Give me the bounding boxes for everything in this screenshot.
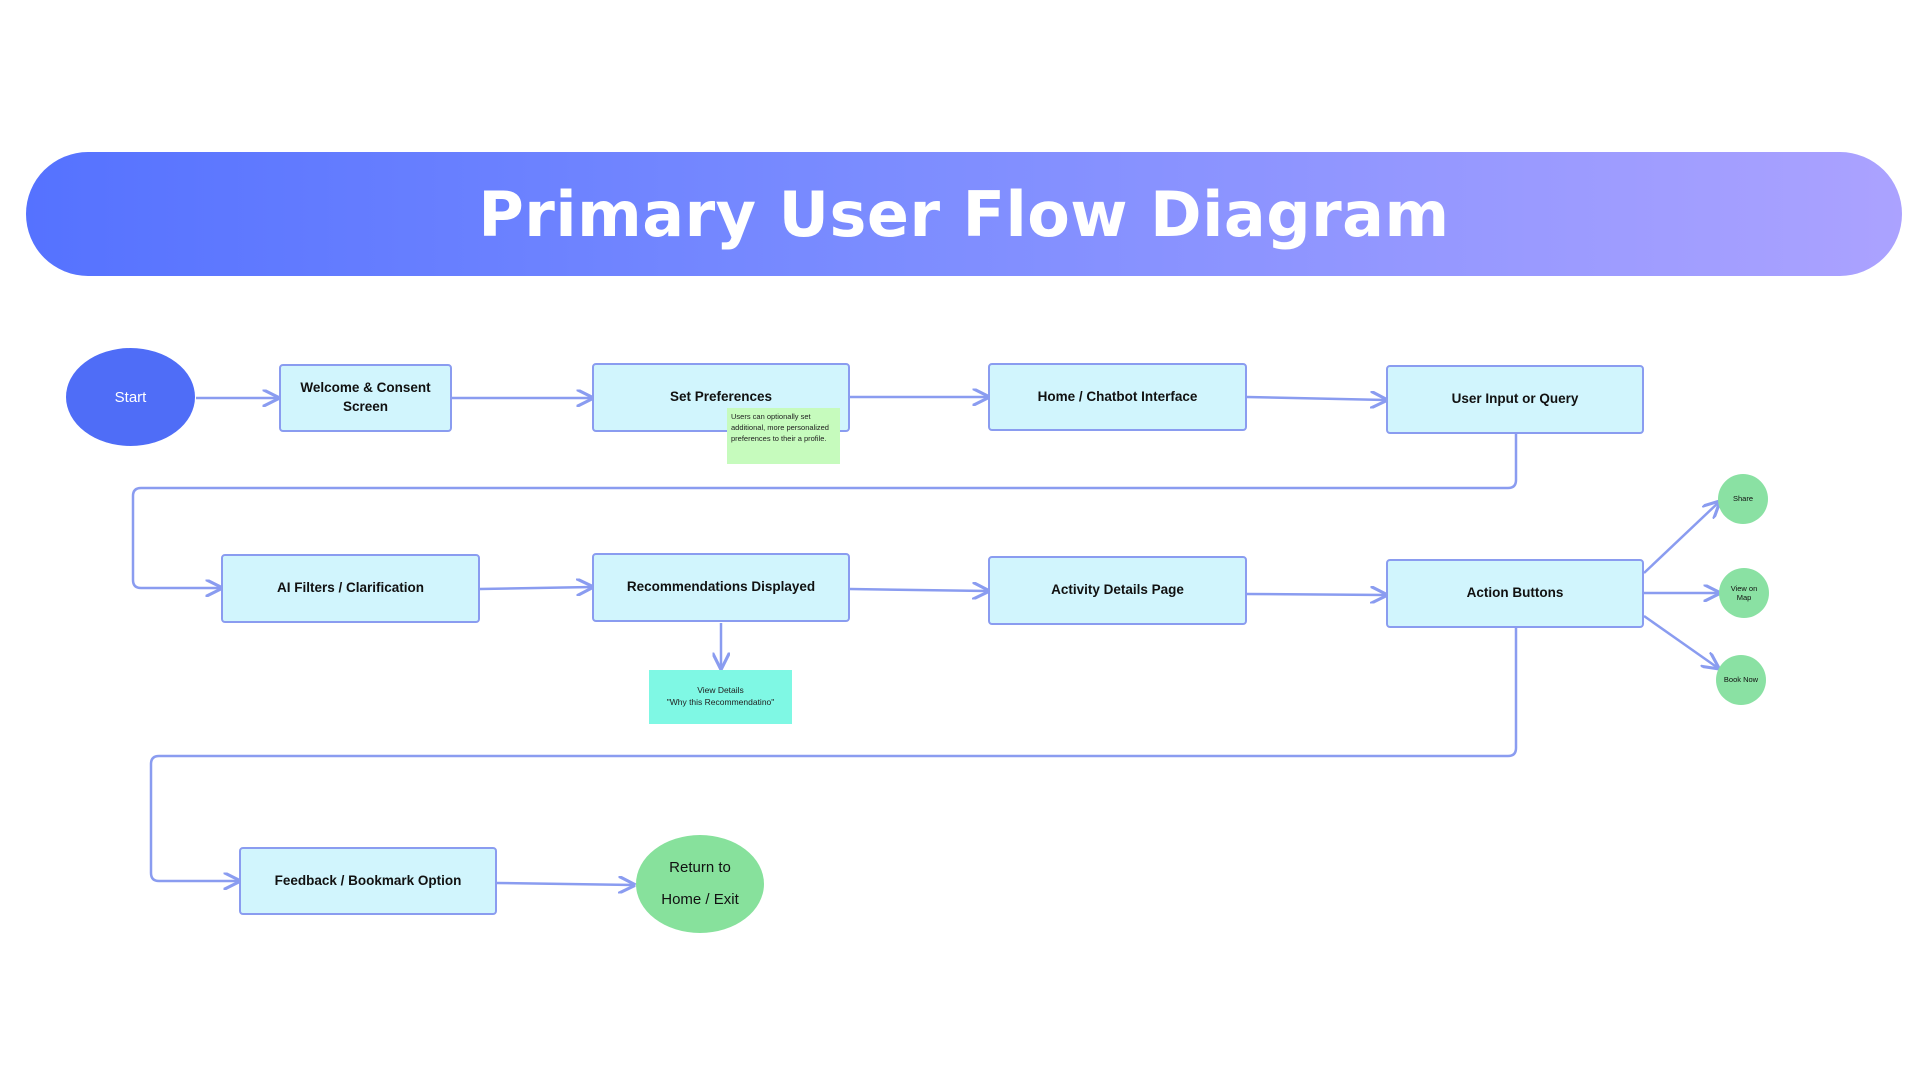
return-home-exit-node: Return to Home / Exit [636, 835, 764, 933]
action-buttons-label: Action Buttons [1466, 585, 1564, 601]
recommendations-label: Recommendations Displayed [626, 579, 816, 595]
recommendations-node: Recommendations Displayed [592, 553, 850, 622]
book-now-action-node: Book Now [1716, 655, 1766, 705]
book-now-label: Book Now [1723, 675, 1759, 685]
preferences-note-text: Users can optionally set additional, mor… [731, 412, 829, 443]
welcome-label-line1: Welcome & Consent [300, 380, 431, 396]
share-action-node: Share [1718, 474, 1768, 524]
activity-details-node: Activity Details Page [988, 556, 1247, 625]
edge-home-input [1246, 397, 1386, 400]
view-details-line2: "Why this Recommendatino" [666, 697, 775, 707]
user-input-label: User Input or Query [1451, 391, 1579, 407]
start-label: Start [114, 388, 147, 406]
ai-filters-node: AI Filters / Clarification [221, 554, 480, 623]
home-chatbot-node: Home / Chatbot Interface [988, 363, 1247, 431]
welcome-label-line2: Screen [342, 399, 389, 414]
edge-filters-recommendations [479, 587, 592, 589]
preferences-sticky-note: Users can optionally set additional, mor… [727, 408, 840, 464]
edge-actions-feedback [149, 628, 1518, 881]
edge-feedback-end [496, 883, 634, 885]
share-label: Share [1732, 494, 1753, 504]
edge-actions-book [1643, 614, 1718, 668]
end-label-line2: Home / Exit [661, 890, 739, 908]
view-on-map-action-node: View on Map [1719, 568, 1769, 618]
home-chatbot-label: Home / Chatbot Interface [1037, 388, 1198, 404]
start-node: Start [66, 348, 195, 446]
edge-actions-share [1643, 502, 1719, 574]
preferences-label: Set Preferences [669, 389, 773, 405]
action-buttons-node: Action Buttons [1386, 559, 1644, 628]
edge-input-filters [131, 434, 1518, 588]
title-banner: Primary User Flow Diagram [26, 152, 1902, 276]
view-details-note: View Details "Why this Recommendatino" [649, 670, 792, 724]
edge-recommendations-activity [849, 589, 988, 591]
welcome-consent-node: Welcome & Consent Screen [279, 364, 452, 432]
feedback-label: Feedback / Bookmark Option [274, 872, 462, 888]
view-map-label-line1: View on [1730, 583, 1758, 593]
activity-details-label: Activity Details Page [1051, 582, 1184, 598]
feedback-bookmark-node: Feedback / Bookmark Option [239, 847, 497, 915]
diagram-title: Primary User Flow Diagram [478, 177, 1450, 251]
user-input-node: User Input or Query [1386, 365, 1644, 434]
edge-activity-actions [1246, 594, 1386, 595]
end-label-line1: Return to [669, 859, 731, 877]
ai-filters-label: AI Filters / Clarification [276, 580, 425, 596]
view-map-label-line2: Map [1736, 593, 1752, 602]
view-details-line1: View Details [697, 685, 744, 696]
